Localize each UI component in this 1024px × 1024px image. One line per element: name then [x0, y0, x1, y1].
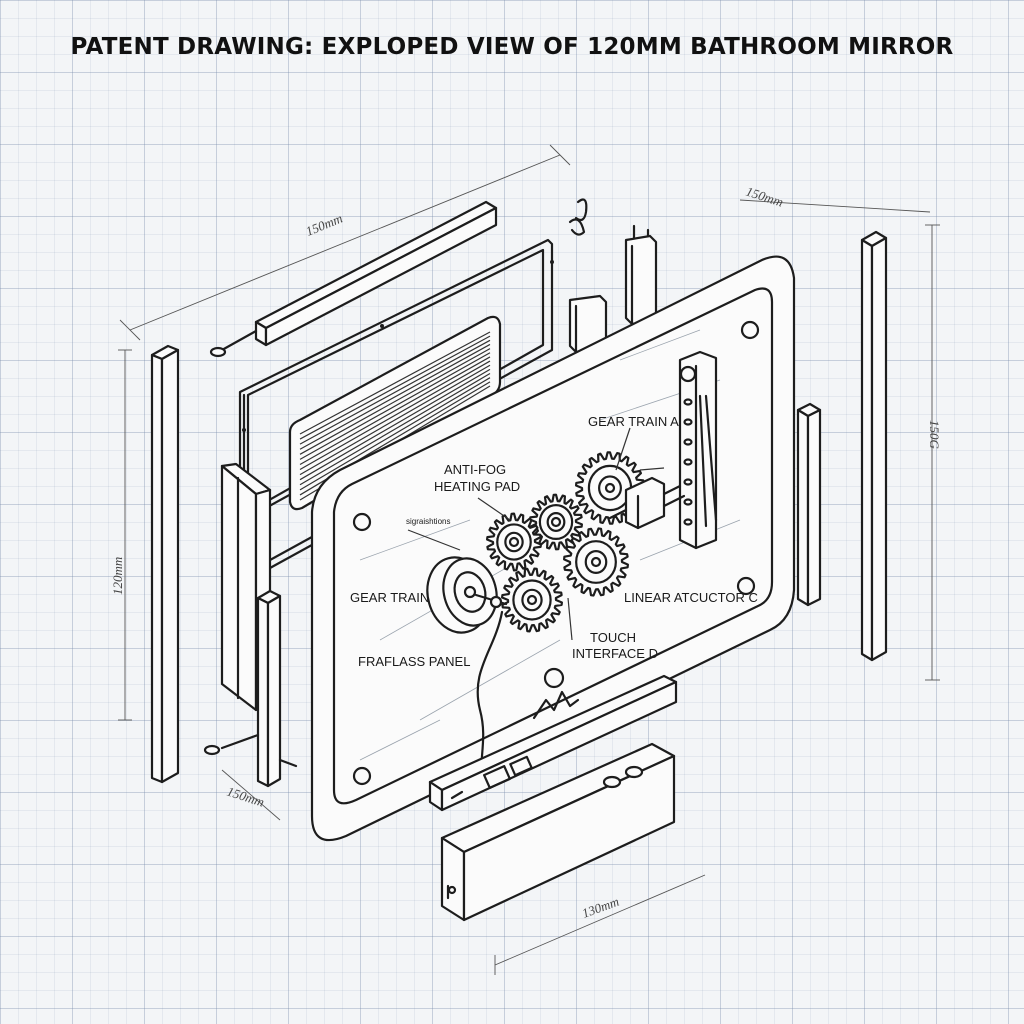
touch-sensor-trace — [532, 690, 580, 720]
mount-hole — [736, 576, 756, 596]
gear-c — [486, 512, 542, 572]
label-small-note: sigraishtions — [406, 517, 450, 526]
left-frame-bar — [150, 344, 180, 784]
dim-bottom-left: 150mm — [225, 784, 266, 810]
mount-hole — [352, 766, 372, 786]
leader-lines — [407, 427, 665, 641]
linear-actuator-rail — [678, 350, 718, 550]
dim-top-left: 150mm — [304, 211, 345, 239]
dim-right-side: 150G — [927, 420, 942, 450]
gear-e — [501, 567, 563, 633]
bottom-connector-bar — [428, 674, 678, 812]
label-touch: TOUCH — [590, 630, 636, 645]
label-anti-fog: ANTI-FOG — [444, 462, 506, 477]
right-frame-bars — [796, 230, 888, 662]
label-linear-actuator: LINEAR ATCUCTOR C — [624, 590, 758, 605]
mount-hole — [352, 512, 372, 532]
gear-d — [563, 527, 629, 597]
dim-bottom: 130mm — [580, 894, 621, 921]
top-rail — [209, 200, 498, 358]
gear-b — [529, 493, 583, 551]
lower-left-post — [203, 589, 298, 788]
label-gear-train-a: GEAR TRAIN A — [588, 414, 679, 429]
dim-top-right: 150mm — [744, 184, 785, 210]
glass-panel — [310, 255, 796, 842]
label-touch-interface: INTERFACE D — [572, 646, 658, 661]
label-heating-pad: HEATING PAD — [434, 479, 520, 494]
gear-train-motor — [426, 556, 508, 792]
drawing-title: PATENT DRAWING: EXPLOPED VIEW OF 120MM B… — [70, 34, 954, 60]
gear-train-assembly — [486, 451, 645, 633]
label-gear-train: GEAR TRAIN — [350, 590, 429, 605]
label-glass-panel: FRAFLASS PANEL — [358, 654, 470, 669]
touch-sensor — [543, 667, 565, 689]
dim-left-side: 120mm — [110, 557, 125, 595]
top-small-fittings — [568, 198, 658, 354]
power-supply-box — [440, 742, 676, 922]
actuator-block — [608, 476, 686, 530]
mount-hole — [740, 320, 760, 340]
dimension-lines — [118, 144, 940, 975]
